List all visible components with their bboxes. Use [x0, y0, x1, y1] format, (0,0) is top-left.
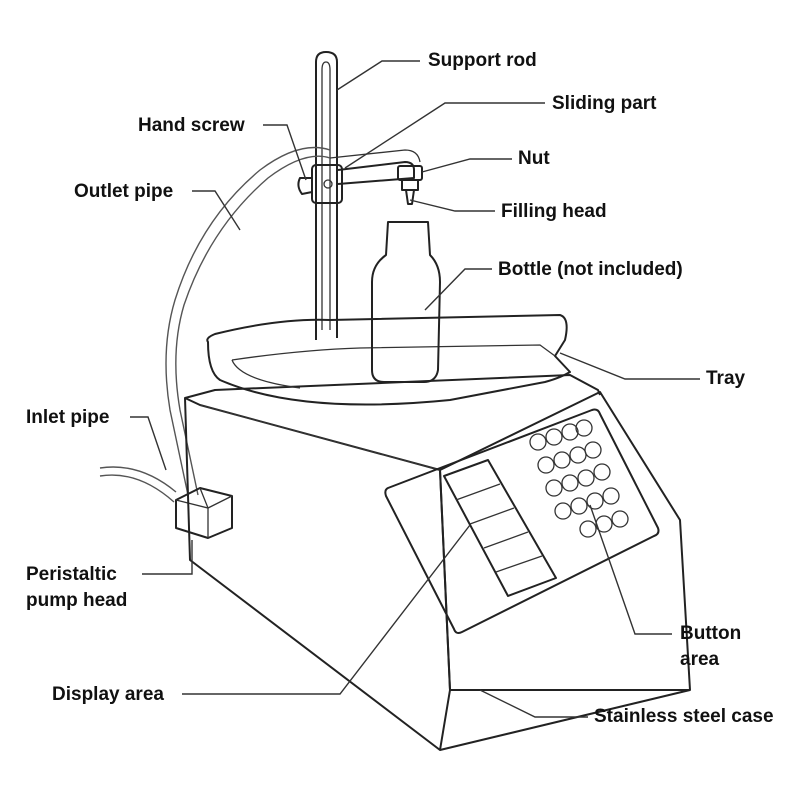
stainless-steel-case: [184, 374, 691, 751]
inlet-pipe: [99, 466, 177, 503]
leader-support-rod: [336, 60, 420, 91]
button-area: [529, 419, 629, 538]
label-outlet-pipe: Outlet pipe: [74, 181, 174, 202]
label-support-rod: Support rod: [428, 50, 537, 71]
leader-tray: [559, 352, 700, 380]
leader-bottle: [424, 268, 492, 311]
label-peristaltic-line1: Peristaltic: [26, 564, 117, 585]
leader-outlet-pipe: [192, 190, 241, 231]
label-button-line1: Button: [680, 623, 742, 644]
label-bottle: Bottle (not included): [498, 259, 683, 280]
label-inlet-pipe: Inlet pipe: [26, 407, 110, 428]
bottle: [371, 221, 441, 383]
label-peristaltic-line2: pump head: [26, 590, 128, 611]
hand-screw: [297, 177, 333, 195]
peristaltic-pump-head: [175, 487, 233, 539]
leader-stainless-case: [479, 689, 588, 718]
label-nut: Nut: [518, 148, 550, 169]
display-area: [443, 459, 557, 597]
filling-head: [405, 189, 415, 205]
label-sliding-part: Sliding part: [552, 93, 657, 114]
support-rod: [315, 51, 338, 340]
tray: [206, 314, 571, 406]
outlet-pipe: [165, 146, 331, 496]
label-button-line2: area: [680, 649, 720, 670]
leader-sliding-part: [344, 102, 545, 169]
label-hand-screw: Hand screw: [138, 115, 245, 136]
label-stainless-case: Stainless steel case: [594, 706, 774, 727]
leader-lines: [130, 60, 700, 718]
leader-inlet-pipe: [130, 416, 167, 471]
leader-button-area: [589, 504, 672, 635]
label-tray: Tray: [706, 368, 746, 389]
leader-display-area: [182, 524, 471, 695]
label-display-area: Display area: [52, 684, 164, 705]
label-filling-head: Filling head: [501, 201, 607, 222]
leader-peristaltic: [142, 540, 193, 575]
leader-hand-screw: [263, 124, 307, 181]
leader-filling-head: [409, 199, 495, 212]
leader-nut: [421, 158, 512, 173]
front-panel: [384, 408, 660, 634]
